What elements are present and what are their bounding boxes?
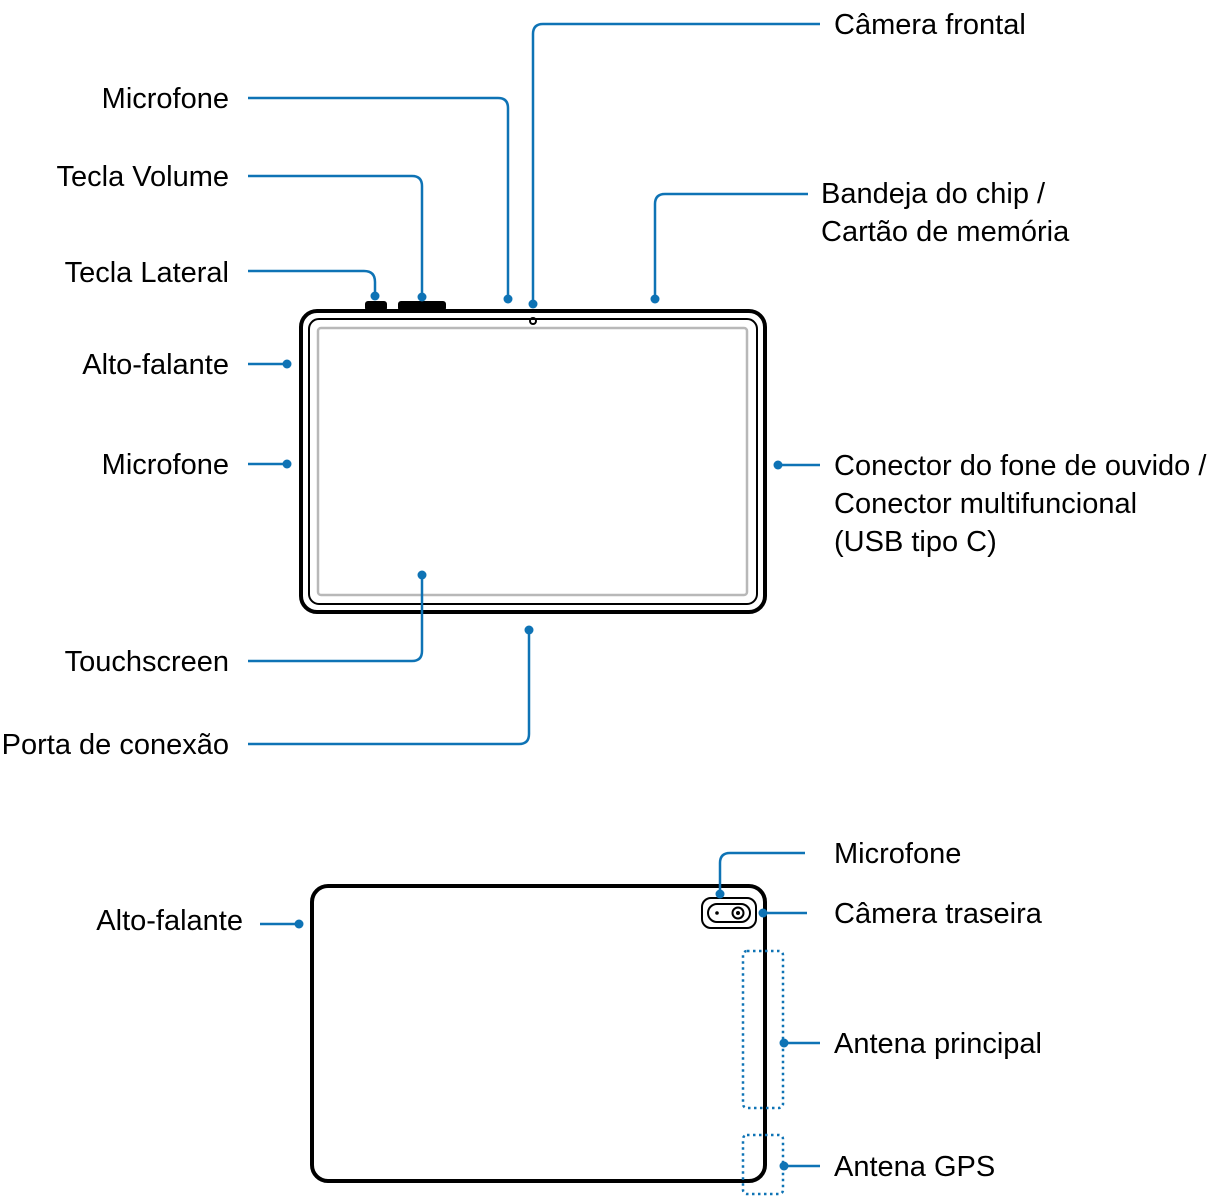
back-device bbox=[310, 884, 785, 1196]
label-sim-tray-line2: Cartão de memória bbox=[821, 216, 1070, 248]
label-speaker-back: Alto-falante bbox=[96, 905, 243, 937]
side-key-shape bbox=[365, 301, 387, 311]
callout-side-key: Tecla Lateral bbox=[65, 257, 380, 301]
front-bezel bbox=[308, 318, 758, 605]
label-connector-line1: Conector do fone de ouvido / bbox=[834, 450, 1207, 482]
rear-flash-icon bbox=[715, 911, 719, 915]
callout-sim-tray: Bandeja do chip / Cartão de memória bbox=[650, 178, 1070, 304]
callout-gps-antenna: Antena GPS bbox=[779, 1151, 995, 1183]
label-connector-line2: Conector multifuncional bbox=[834, 488, 1137, 520]
callout-speaker-back: Alto-falante bbox=[96, 905, 304, 937]
volume-key-shape bbox=[398, 301, 446, 311]
callout-microphone-top: Microfone bbox=[102, 83, 513, 304]
label-gps-antenna: Antena GPS bbox=[834, 1151, 995, 1183]
label-microphone-back: Microfone bbox=[834, 838, 961, 870]
touchscreen-area bbox=[316, 326, 749, 597]
label-front-camera: Câmera frontal bbox=[834, 9, 1026, 41]
callout-microphone-back: Microfone bbox=[715, 838, 961, 899]
label-sim-tray-line1: Bandeja do chip / bbox=[821, 178, 1046, 210]
callout-connection-port: Porta de conexão bbox=[2, 625, 534, 761]
back-frame bbox=[310, 884, 767, 1183]
label-main-antenna: Antena principal bbox=[834, 1028, 1042, 1060]
callout-front-camera: Câmera frontal bbox=[528, 9, 1026, 309]
callout-connector: Conector do fone de ouvido / Conector mu… bbox=[773, 450, 1207, 558]
callout-microphone-side: Microfone bbox=[102, 449, 292, 481]
callout-volume-key: Tecla Volume bbox=[57, 161, 427, 302]
label-connector-line3: (USB tipo C) bbox=[834, 526, 997, 558]
label-connection-port: Porta de conexão bbox=[2, 729, 229, 761]
front-frame bbox=[299, 309, 767, 614]
label-touchscreen: Touchscreen bbox=[65, 646, 229, 678]
callout-touchscreen: Touchscreen bbox=[65, 570, 427, 678]
rear-camera-lens-icon bbox=[731, 906, 745, 920]
label-volume-key: Tecla Volume bbox=[57, 161, 230, 193]
label-speaker-front: Alto-falante bbox=[82, 349, 229, 381]
front-camera-lens bbox=[529, 317, 537, 325]
front-device bbox=[299, 301, 767, 614]
callout-speaker-front: Alto-falante bbox=[82, 349, 292, 381]
rear-camera-module bbox=[701, 897, 757, 929]
callout-main-antenna: Antena principal bbox=[779, 1028, 1042, 1060]
label-rear-camera: Câmera traseira bbox=[834, 898, 1043, 930]
label-microphone-top: Microfone bbox=[102, 83, 229, 115]
label-microphone-side: Microfone bbox=[102, 449, 229, 481]
rear-camera-housing bbox=[707, 903, 751, 923]
callout-rear-camera: Câmera traseira bbox=[758, 898, 1043, 930]
label-side-key: Tecla Lateral bbox=[65, 257, 229, 289]
